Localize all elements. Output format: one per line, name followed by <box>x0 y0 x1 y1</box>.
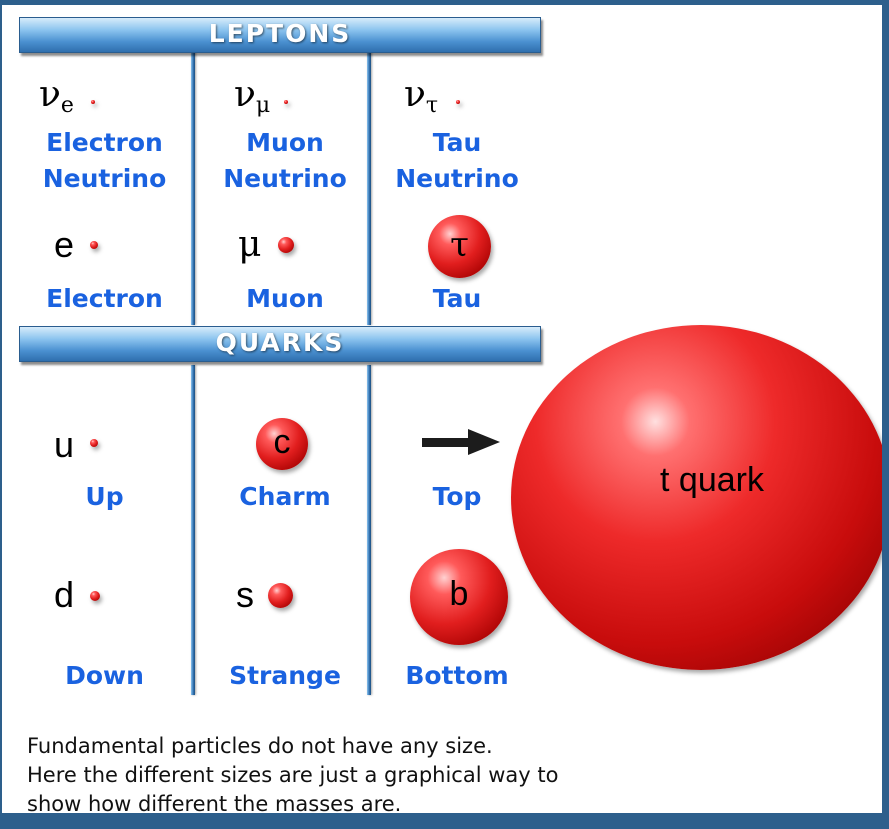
strange-quark-symbol: s <box>236 574 254 615</box>
quarks-header-bar: QUARKS <box>19 326 541 362</box>
muon-label: Muon <box>246 284 324 313</box>
down-quark-symbol: d <box>54 574 75 615</box>
size-note: Fundamental particles do not have any si… <box>27 732 559 816</box>
tau-neutrino-label: Tau Neutrino <box>377 125 537 197</box>
up-quark-ball <box>90 439 98 447</box>
electron-neutrino-label-line1: Electron <box>46 128 163 157</box>
top-quark-ball <box>511 325 882 670</box>
electron-ball <box>90 241 98 249</box>
muon-neutrino-dot <box>284 100 288 104</box>
tau-neutrino-symbol: ντ <box>404 74 439 119</box>
bottom-quark-ball <box>410 549 508 645</box>
leptons-header-bar: LEPTONS <box>19 17 541 53</box>
electron-label: Electron <box>46 284 163 313</box>
top-quark-label: t quark <box>660 461 764 499</box>
electron-neutrino-dot <box>91 100 95 104</box>
quarks-header: QUARKS <box>215 328 345 357</box>
down-quark-label: Down <box>65 661 144 690</box>
top-quark-name-label: Top <box>432 482 482 511</box>
tau-label: Tau <box>432 284 482 313</box>
electron-symbol: e <box>54 224 75 265</box>
column-divider-2 <box>367 50 371 325</box>
tau-ball-symbol: τ <box>450 225 469 265</box>
electron-neutrino-label-line2: Neutrino <box>42 164 167 193</box>
size-note-line3: show how different the masses are. <box>27 792 402 816</box>
muon-neutrino-label: Muon Neutrino <box>205 125 365 197</box>
muon-neutrino-label-line2: Neutrino <box>223 164 347 193</box>
muon-ball <box>278 237 294 253</box>
arrow-right-icon <box>422 429 500 455</box>
tau-ball <box>428 215 491 278</box>
electron-neutrino-symbol: νe <box>39 74 74 119</box>
charm-quark-ball <box>256 418 308 470</box>
tau-neutrino-dot <box>456 100 460 104</box>
muon-neutrino-label-line1: Muon <box>246 128 324 157</box>
down-quark-ball <box>90 591 100 601</box>
electron-neutrino-label: Electron Neutrino <box>22 125 187 197</box>
up-quark-symbol: u <box>54 424 75 465</box>
charm-quark-label: Charm <box>239 482 331 511</box>
size-note-line2: Here the different sizes are just a grap… <box>27 763 559 787</box>
bottom-quark-symbol: b <box>449 575 469 613</box>
up-quark-label: Up <box>85 482 124 511</box>
tau-neutrino-label-line2: Neutrino <box>395 164 519 193</box>
leptons-header: LEPTONS <box>208 19 352 48</box>
column-divider-4 <box>367 365 371 695</box>
charm-quark-symbol: c <box>273 423 291 461</box>
strange-quark-ball <box>268 583 293 608</box>
tau-neutrino-label-line1: Tau <box>432 128 482 157</box>
bottom-quark-label: Bottom <box>405 661 509 690</box>
muon-symbol: μ <box>238 224 262 265</box>
column-divider-3 <box>191 365 195 695</box>
muon-neutrino-symbol: νμ <box>234 74 271 119</box>
column-divider-1 <box>191 50 195 325</box>
strange-quark-label: Strange <box>229 661 341 690</box>
size-note-line1: Fundamental particles do not have any si… <box>27 734 493 758</box>
